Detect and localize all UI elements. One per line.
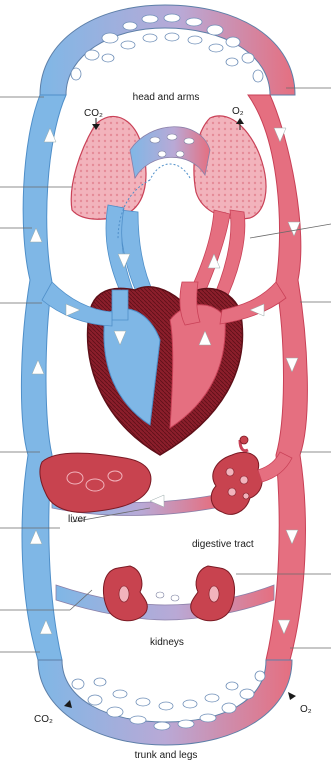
label-head-and-arms: head and arms — [133, 92, 200, 103]
o2-arrow-bottom — [288, 692, 296, 700]
label-co2-bottom: CO₂ — [34, 714, 53, 725]
heart — [88, 282, 243, 455]
trunk-legs-capillary-bed — [38, 660, 292, 745]
label-liver: liver — [68, 514, 87, 525]
label-digestive-tract: digestive tract — [192, 539, 254, 550]
label-o2-top: O₂ — [232, 106, 244, 117]
label-trunk-and-legs: trunk and legs — [135, 750, 198, 761]
vena-cava-left-loop — [21, 95, 66, 660]
label-kidneys: kidneys — [150, 637, 184, 648]
digestive-tract — [211, 452, 262, 514]
o2-arrow-top — [236, 118, 244, 124]
head-arms-capillary-bed — [40, 5, 295, 95]
label-o2-bottom: O₂ — [300, 704, 312, 715]
lungs — [71, 116, 266, 308]
label-co2-top: CO₂ — [84, 108, 103, 119]
